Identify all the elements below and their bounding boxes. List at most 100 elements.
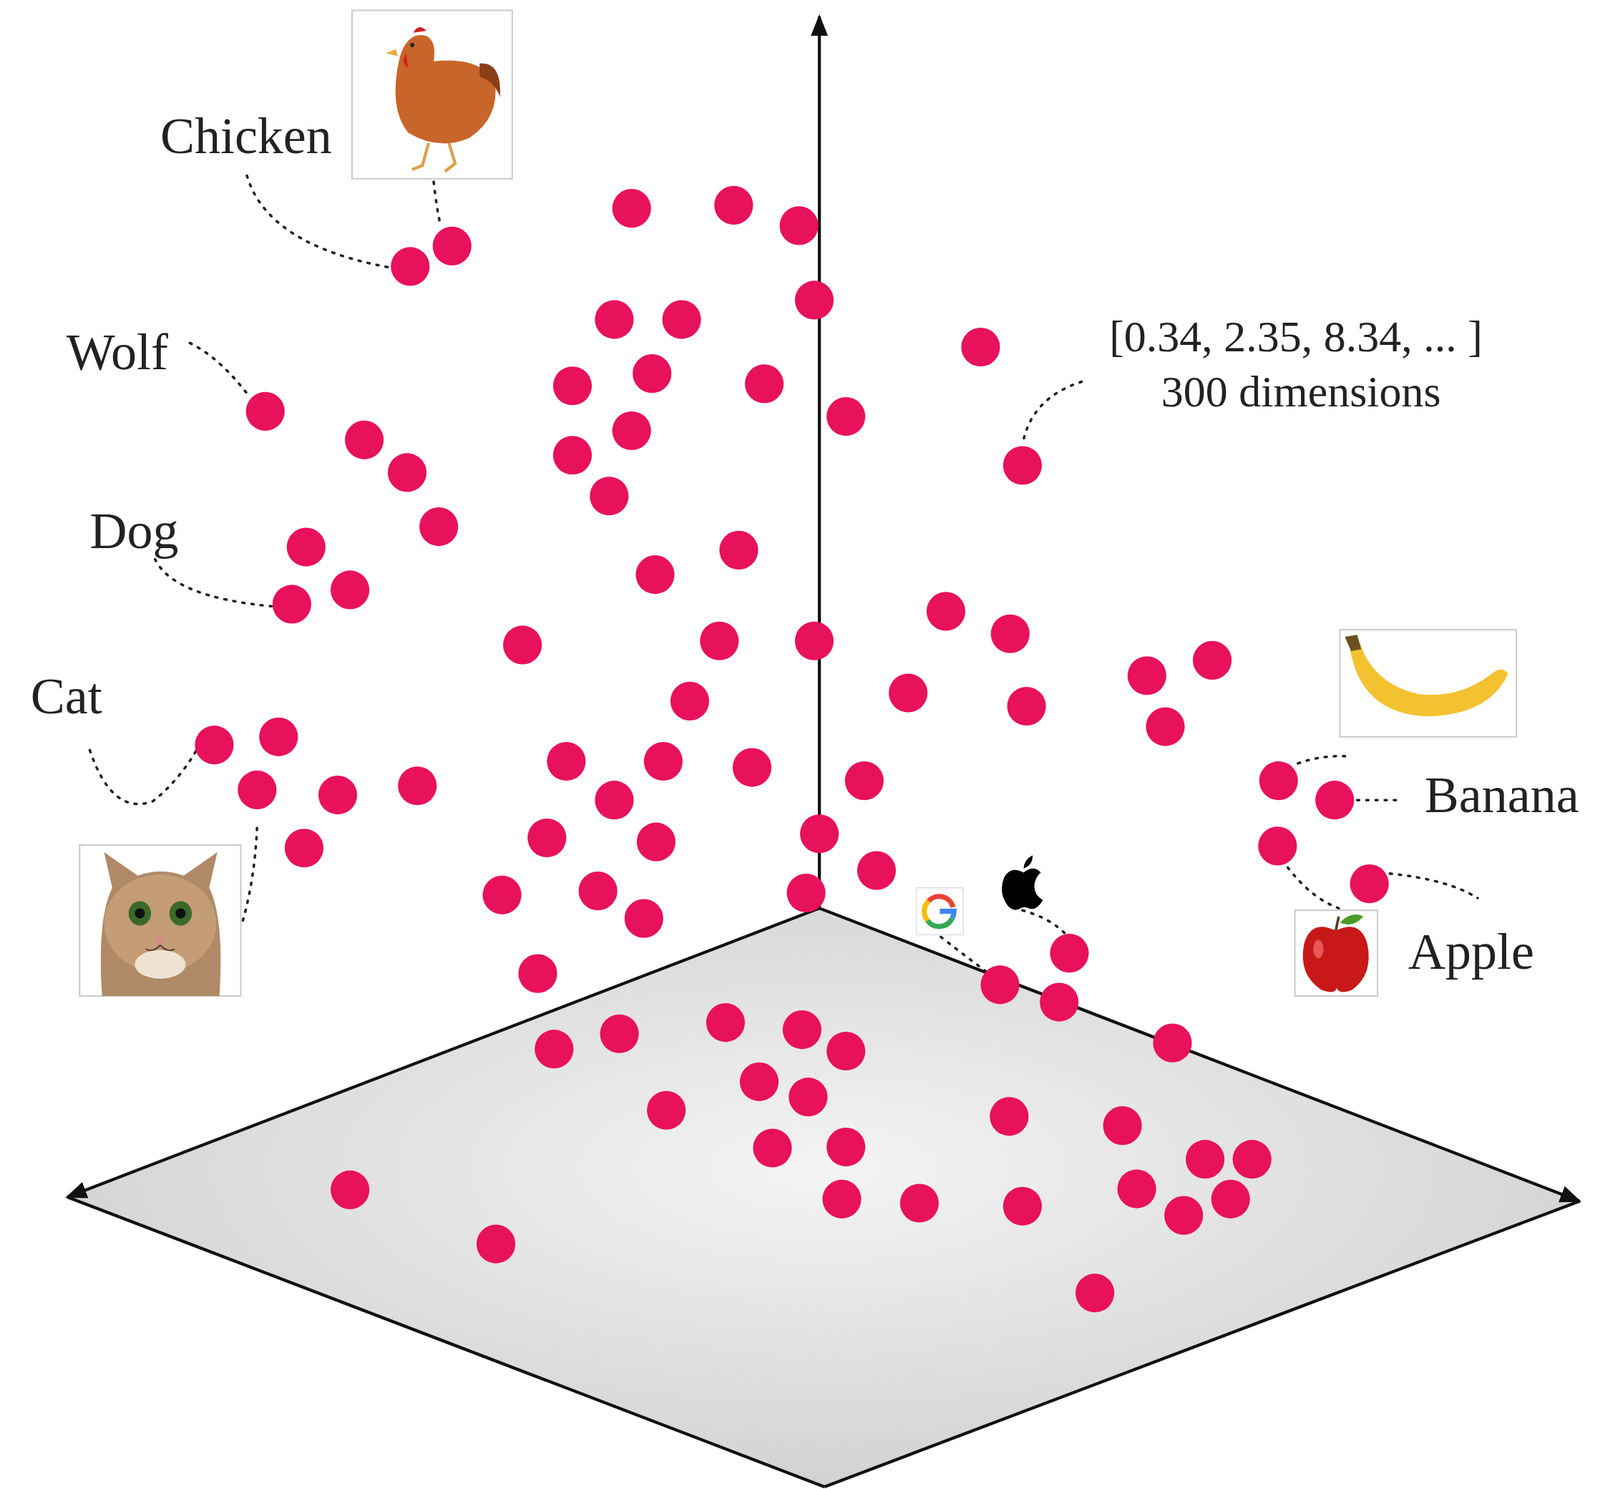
- embedding-dot: [589, 476, 629, 516]
- leader-line: [242, 824, 257, 921]
- embedding-dot: [553, 435, 592, 475]
- leader-line: [89, 749, 196, 804]
- embedding-dot: [624, 899, 664, 939]
- embedding-dot: [272, 584, 312, 624]
- embedding-dot: [744, 364, 784, 403]
- embedding-dot: [826, 1031, 866, 1071]
- leader-line: [1022, 910, 1067, 935]
- embedding-dot: [1127, 656, 1167, 695]
- embedding-dot: [518, 954, 557, 994]
- embedding-dot: [1211, 1179, 1251, 1219]
- embedding-dot: [826, 397, 866, 436]
- embedding-dot: [991, 614, 1030, 654]
- embedding-dot: [989, 1096, 1029, 1136]
- embedding-dot: [246, 392, 285, 431]
- embedding-dot: [1075, 1273, 1115, 1313]
- embedding-dot: [926, 591, 966, 631]
- embedding-dot: [330, 1170, 370, 1210]
- embedding-dot: [888, 673, 928, 712]
- embedding-dot: [786, 873, 826, 913]
- embedding-dot: [857, 851, 896, 891]
- banana-picture: [1339, 629, 1517, 738]
- embedding-dot: [194, 725, 234, 765]
- embedding-dot: [782, 1010, 822, 1050]
- embedding-dot: [503, 625, 542, 665]
- embedding-dot: [1185, 1139, 1225, 1179]
- embedding-dot: [794, 621, 834, 661]
- embedding-dot: [330, 570, 370, 609]
- embedding-dot: [1350, 864, 1389, 904]
- google-logo: [916, 888, 964, 936]
- cat-picture: [79, 845, 241, 997]
- leader-line: [1389, 873, 1478, 899]
- embedding-dot: [390, 246, 430, 286]
- embedding-dot: [318, 775, 358, 815]
- leader-line: [155, 559, 272, 607]
- embedding-dot: [546, 742, 586, 781]
- embedding-dot: [578, 871, 618, 911]
- embedding-dot: [845, 761, 884, 800]
- word-label: Cat: [30, 668, 103, 725]
- embedding-dot: [612, 188, 652, 228]
- embedding-dot: [476, 1224, 516, 1263]
- apple-picture: [1295, 910, 1379, 997]
- embedding-dot: [788, 1077, 828, 1117]
- leader-line: [1357, 798, 1403, 802]
- embedding-dot: [822, 1179, 861, 1219]
- embedding-dot: [553, 366, 592, 406]
- y-axis: [819, 908, 1580, 1201]
- vector-label: [0.34, 2.35, 8.34, ... ]: [1109, 311, 1483, 361]
- embedding-dot: [534, 1029, 574, 1069]
- embedding-dot: [344, 420, 384, 460]
- embedding-dot: [961, 327, 1000, 367]
- embedding-dot: [1006, 686, 1046, 726]
- embedding-dot: [1003, 445, 1042, 485]
- word-label: Banana: [1424, 767, 1580, 824]
- embedding-dot: [259, 717, 298, 757]
- floor-edge: [67, 1197, 825, 1487]
- embedding-dot: [1232, 1139, 1272, 1179]
- embedding-dot: [900, 1183, 939, 1223]
- floor-edge: [824, 1201, 1580, 1487]
- leader-line: [1288, 867, 1339, 909]
- embedding-dot: [826, 1127, 866, 1167]
- leader-line: [433, 181, 441, 227]
- embedding-dot: [779, 206, 818, 245]
- embedding-dot: [1039, 982, 1079, 1022]
- embedding-dot: [594, 299, 634, 339]
- word-label: Wolf: [66, 324, 169, 381]
- embedding-dot: [794, 280, 834, 320]
- embedding-dot: [706, 1003, 745, 1042]
- embedding-dot: [286, 527, 326, 567]
- z-axis: [817, 16, 821, 909]
- embedding-dot: [636, 822, 676, 862]
- embedding-dot: [1145, 706, 1185, 746]
- embedding-dot: [800, 814, 839, 853]
- embedding-dot: [1164, 1196, 1203, 1236]
- embedding-dot: [646, 1091, 686, 1130]
- embedding-dot: [1315, 780, 1354, 820]
- embedding-dot: [237, 770, 277, 810]
- leader-line: [940, 936, 992, 976]
- leader-line: [1298, 756, 1346, 764]
- chicken-picture: [352, 10, 513, 179]
- embedding-dot: [527, 818, 567, 858]
- embedding-dot: [752, 1128, 792, 1168]
- embedding-dot: [1152, 1023, 1192, 1063]
- word-label: Dog: [89, 503, 179, 560]
- leader-line: [1022, 382, 1082, 446]
- dimension-label: 300 dimensions: [1161, 367, 1442, 416]
- floor-plane: [67, 908, 1580, 1487]
- embedding-dot: [670, 681, 710, 721]
- embedding-dot: [387, 452, 427, 492]
- embedding-dot: [719, 530, 758, 570]
- leader-line: [246, 175, 390, 267]
- embedding-dot: [980, 965, 1019, 1004]
- embedding-dot: [1049, 933, 1089, 973]
- embedding-dot: [632, 354, 672, 393]
- embedding-dot: [1192, 641, 1232, 680]
- embedding-dot: [1103, 1106, 1143, 1145]
- embedding-dot: [594, 780, 634, 820]
- embedding-dot: [419, 507, 458, 546]
